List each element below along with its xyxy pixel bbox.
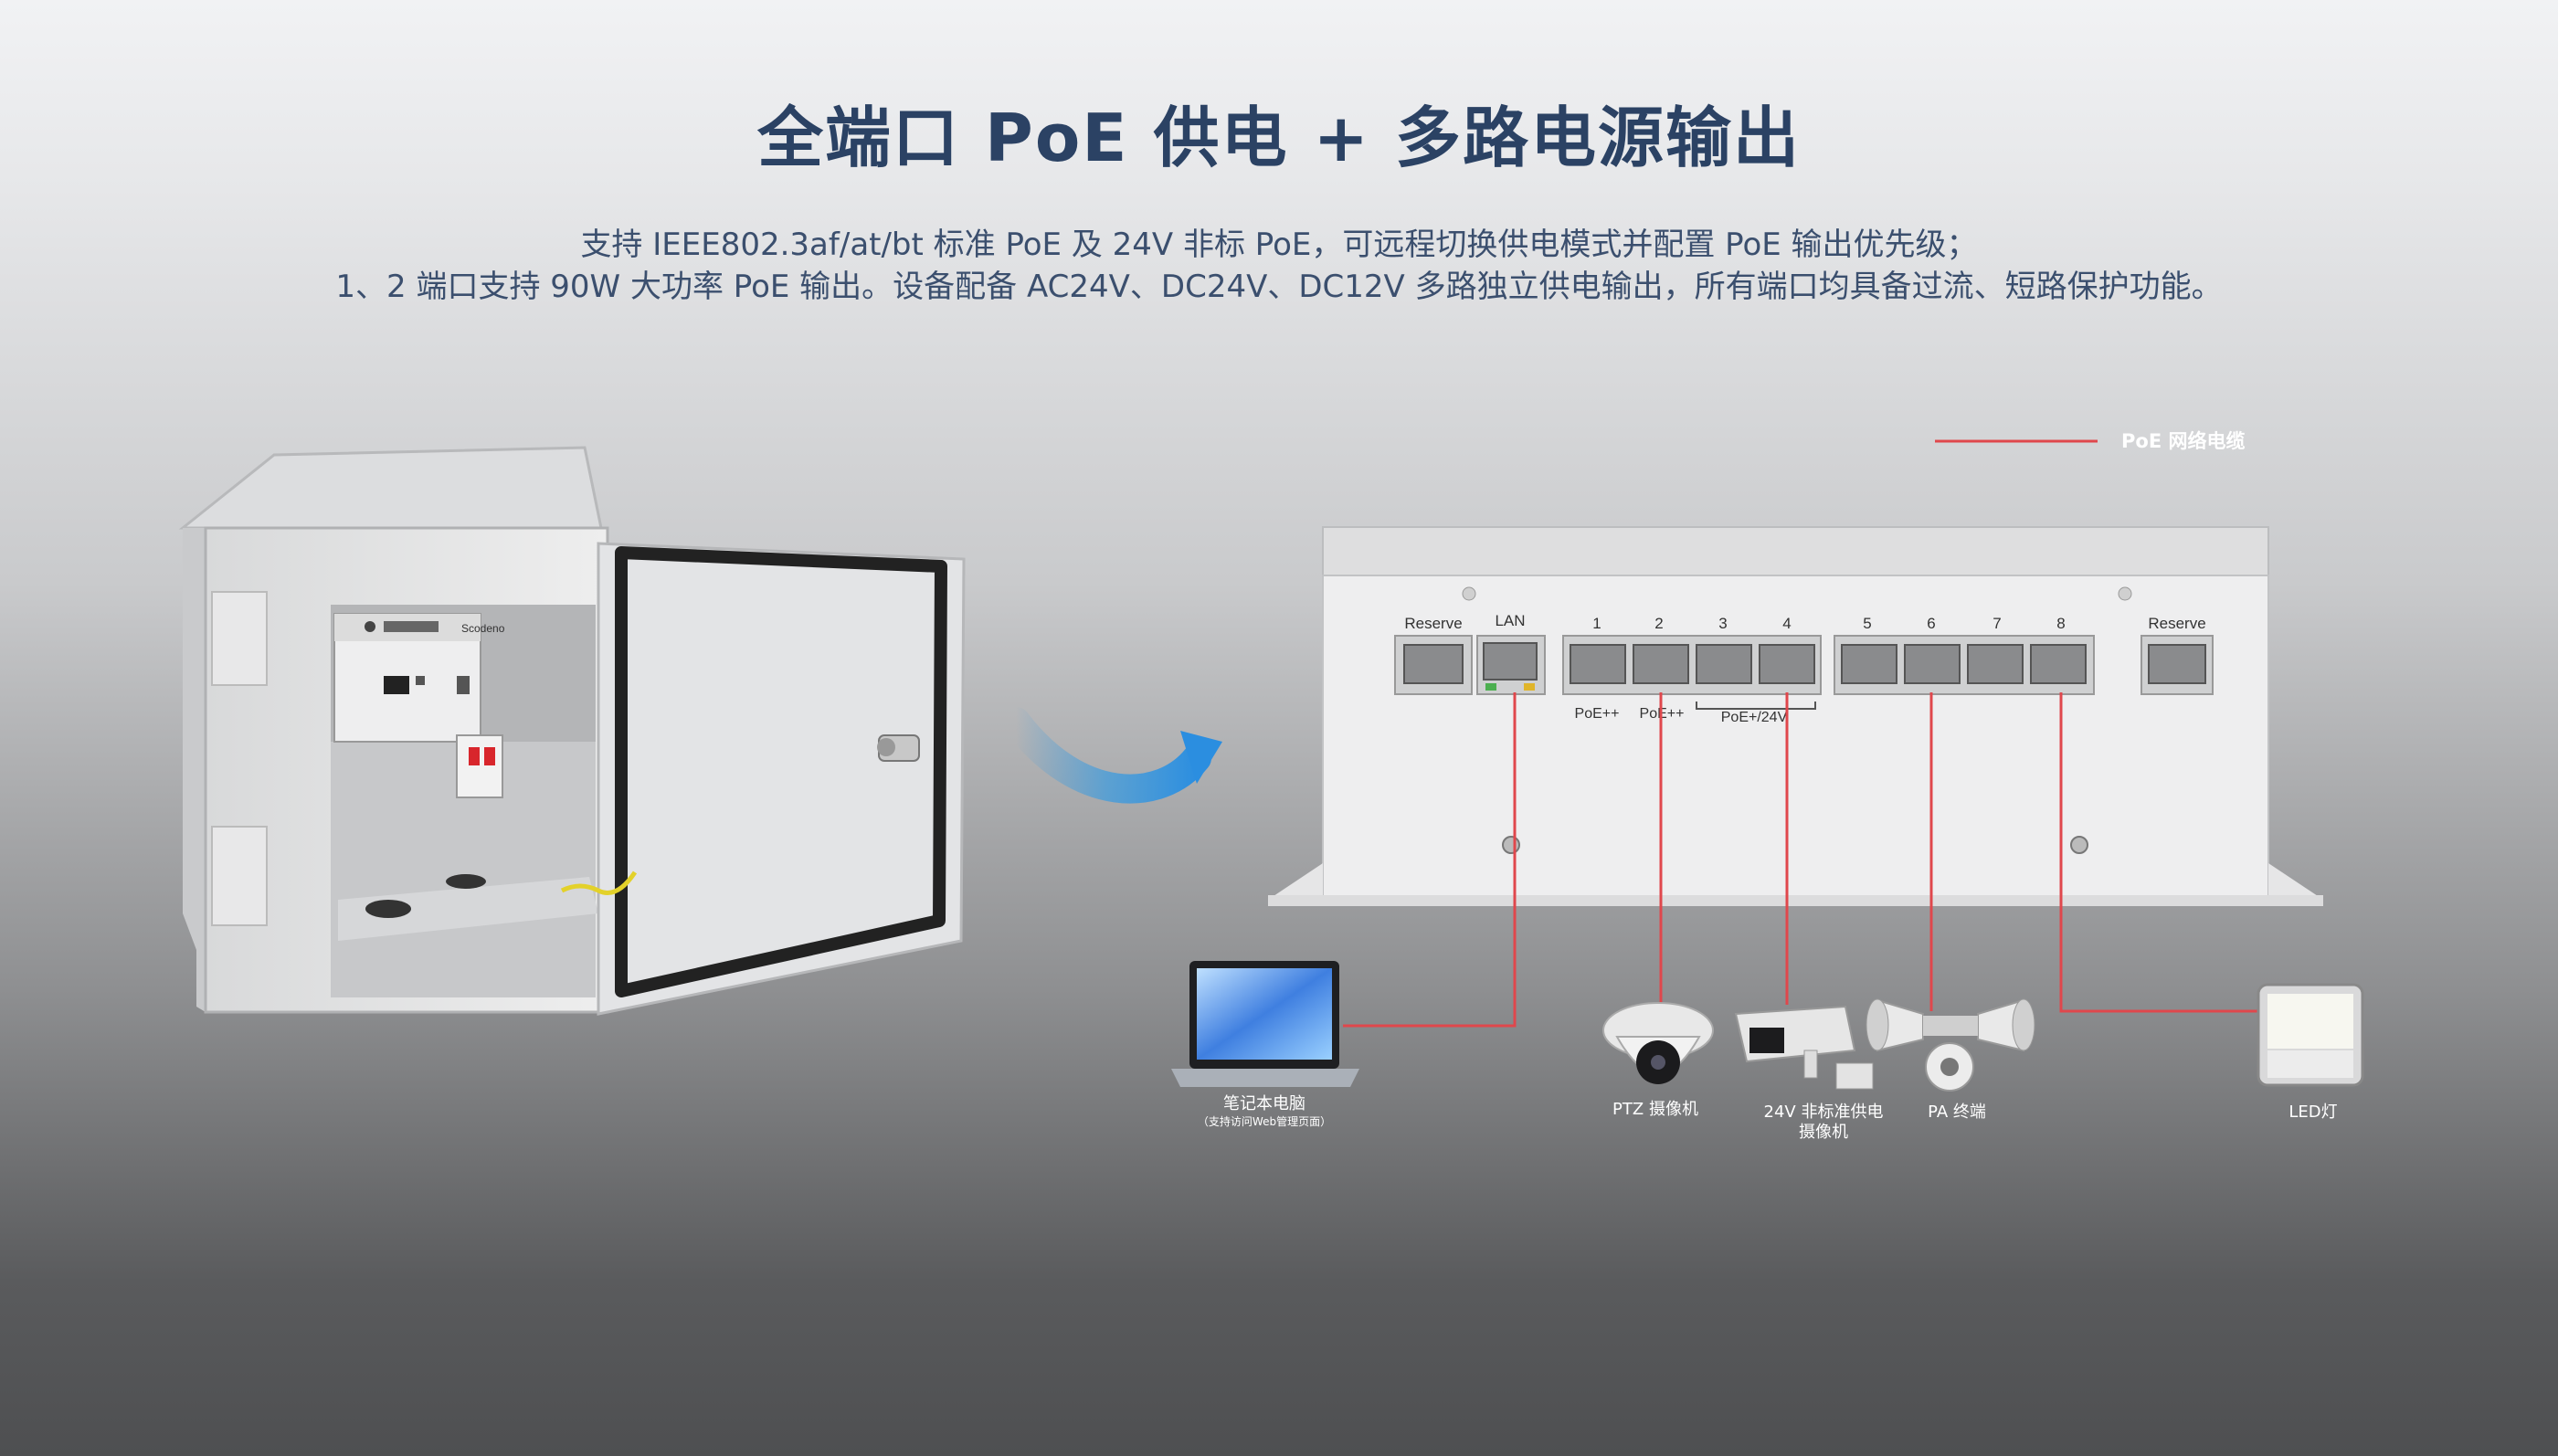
port-4 bbox=[1759, 644, 1815, 684]
laptop-note: （支持访问Web管理页面） bbox=[1198, 1114, 1331, 1128]
port-label-1: 1 bbox=[1592, 615, 1601, 632]
legend: PoE 网络电缆 bbox=[1935, 430, 2245, 452]
laptop-icon bbox=[1171, 961, 1359, 1087]
group-label-port1: PoE++ bbox=[1575, 706, 1620, 722]
ptz-camera-icon bbox=[1602, 1002, 1714, 1084]
port-label-8: 8 bbox=[2056, 615, 2065, 632]
port-label-4: 4 bbox=[1782, 615, 1791, 632]
switch-panel: Reserve LAN 1 2 3 4 5 6 7 8 Reserve bbox=[1268, 526, 2323, 906]
port-label-2: 2 bbox=[1654, 615, 1663, 632]
port-label-reserve-left: Reserve bbox=[1404, 615, 1462, 632]
port-2 bbox=[1633, 644, 1689, 684]
port-reserve-left bbox=[1403, 644, 1464, 684]
port-5 bbox=[1841, 644, 1897, 684]
cable-lan bbox=[1343, 692, 1517, 1028]
port-3 bbox=[1696, 644, 1752, 684]
enclosure-illustration: Scodeno bbox=[178, 446, 966, 1016]
bullet-camera-label-line2: 摄像机 bbox=[1799, 1123, 1848, 1142]
bullet-camera-icon bbox=[1734, 1005, 1874, 1090]
lan-led-green bbox=[1485, 683, 1496, 691]
enclosure-switch: Scodeno bbox=[333, 613, 505, 743]
group-label-port3-4: PoE+/24V bbox=[1721, 710, 1788, 725]
bullet-camera-label-line1: 24V 非标准供电 bbox=[1764, 1103, 1884, 1122]
port-label-6: 6 bbox=[1927, 615, 1935, 632]
port-label-reserve-right: Reserve bbox=[2148, 615, 2205, 632]
laptop-label: 笔记本电脑 bbox=[1223, 1094, 1305, 1113]
port-label-7: 7 bbox=[1992, 615, 2001, 632]
subtitle-line-2: 1、2 端口支持 90W 大功率 PoE 输出。设备配备 AC24V、DC24V… bbox=[335, 269, 2223, 305]
transition-arrow bbox=[1001, 707, 1222, 804]
subtitle-line-1: 支持 IEEE802.3af/at/bt 标准 PoE 及 24V 非标 PoE… bbox=[580, 227, 1978, 263]
enclosure-brand-text: Scodeno bbox=[461, 622, 505, 635]
enclosure-door bbox=[597, 542, 966, 1016]
lan-led-amber bbox=[1524, 683, 1535, 691]
port-8 bbox=[2030, 644, 2087, 684]
port-7 bbox=[1967, 644, 2024, 684]
cable-port-8 bbox=[2059, 692, 2258, 1013]
port-6 bbox=[1904, 644, 1961, 684]
port-label-5: 5 bbox=[1863, 615, 1871, 632]
led-light-icon bbox=[2257, 983, 2364, 1087]
led-light-label: LED灯 bbox=[2288, 1103, 2337, 1122]
circuit-breaker bbox=[456, 734, 503, 798]
pa-terminal-label: PA 终端 bbox=[1928, 1103, 1986, 1122]
port-1 bbox=[1570, 644, 1626, 684]
port-lan bbox=[1483, 642, 1538, 681]
port-label-3: 3 bbox=[1718, 615, 1727, 632]
port-label-lan: LAN bbox=[1495, 612, 1525, 629]
legend-label: PoE 网络电缆 bbox=[2121, 430, 2245, 452]
port-reserve-right bbox=[2148, 644, 2206, 684]
page-title: 全端口 PoE 供电 + 多路电源输出 bbox=[756, 100, 1801, 176]
pa-terminal-icon bbox=[1866, 998, 2035, 1092]
cables bbox=[1343, 692, 2258, 1028]
ptz-camera-label: PTZ 摄像机 bbox=[1612, 1100, 1698, 1119]
